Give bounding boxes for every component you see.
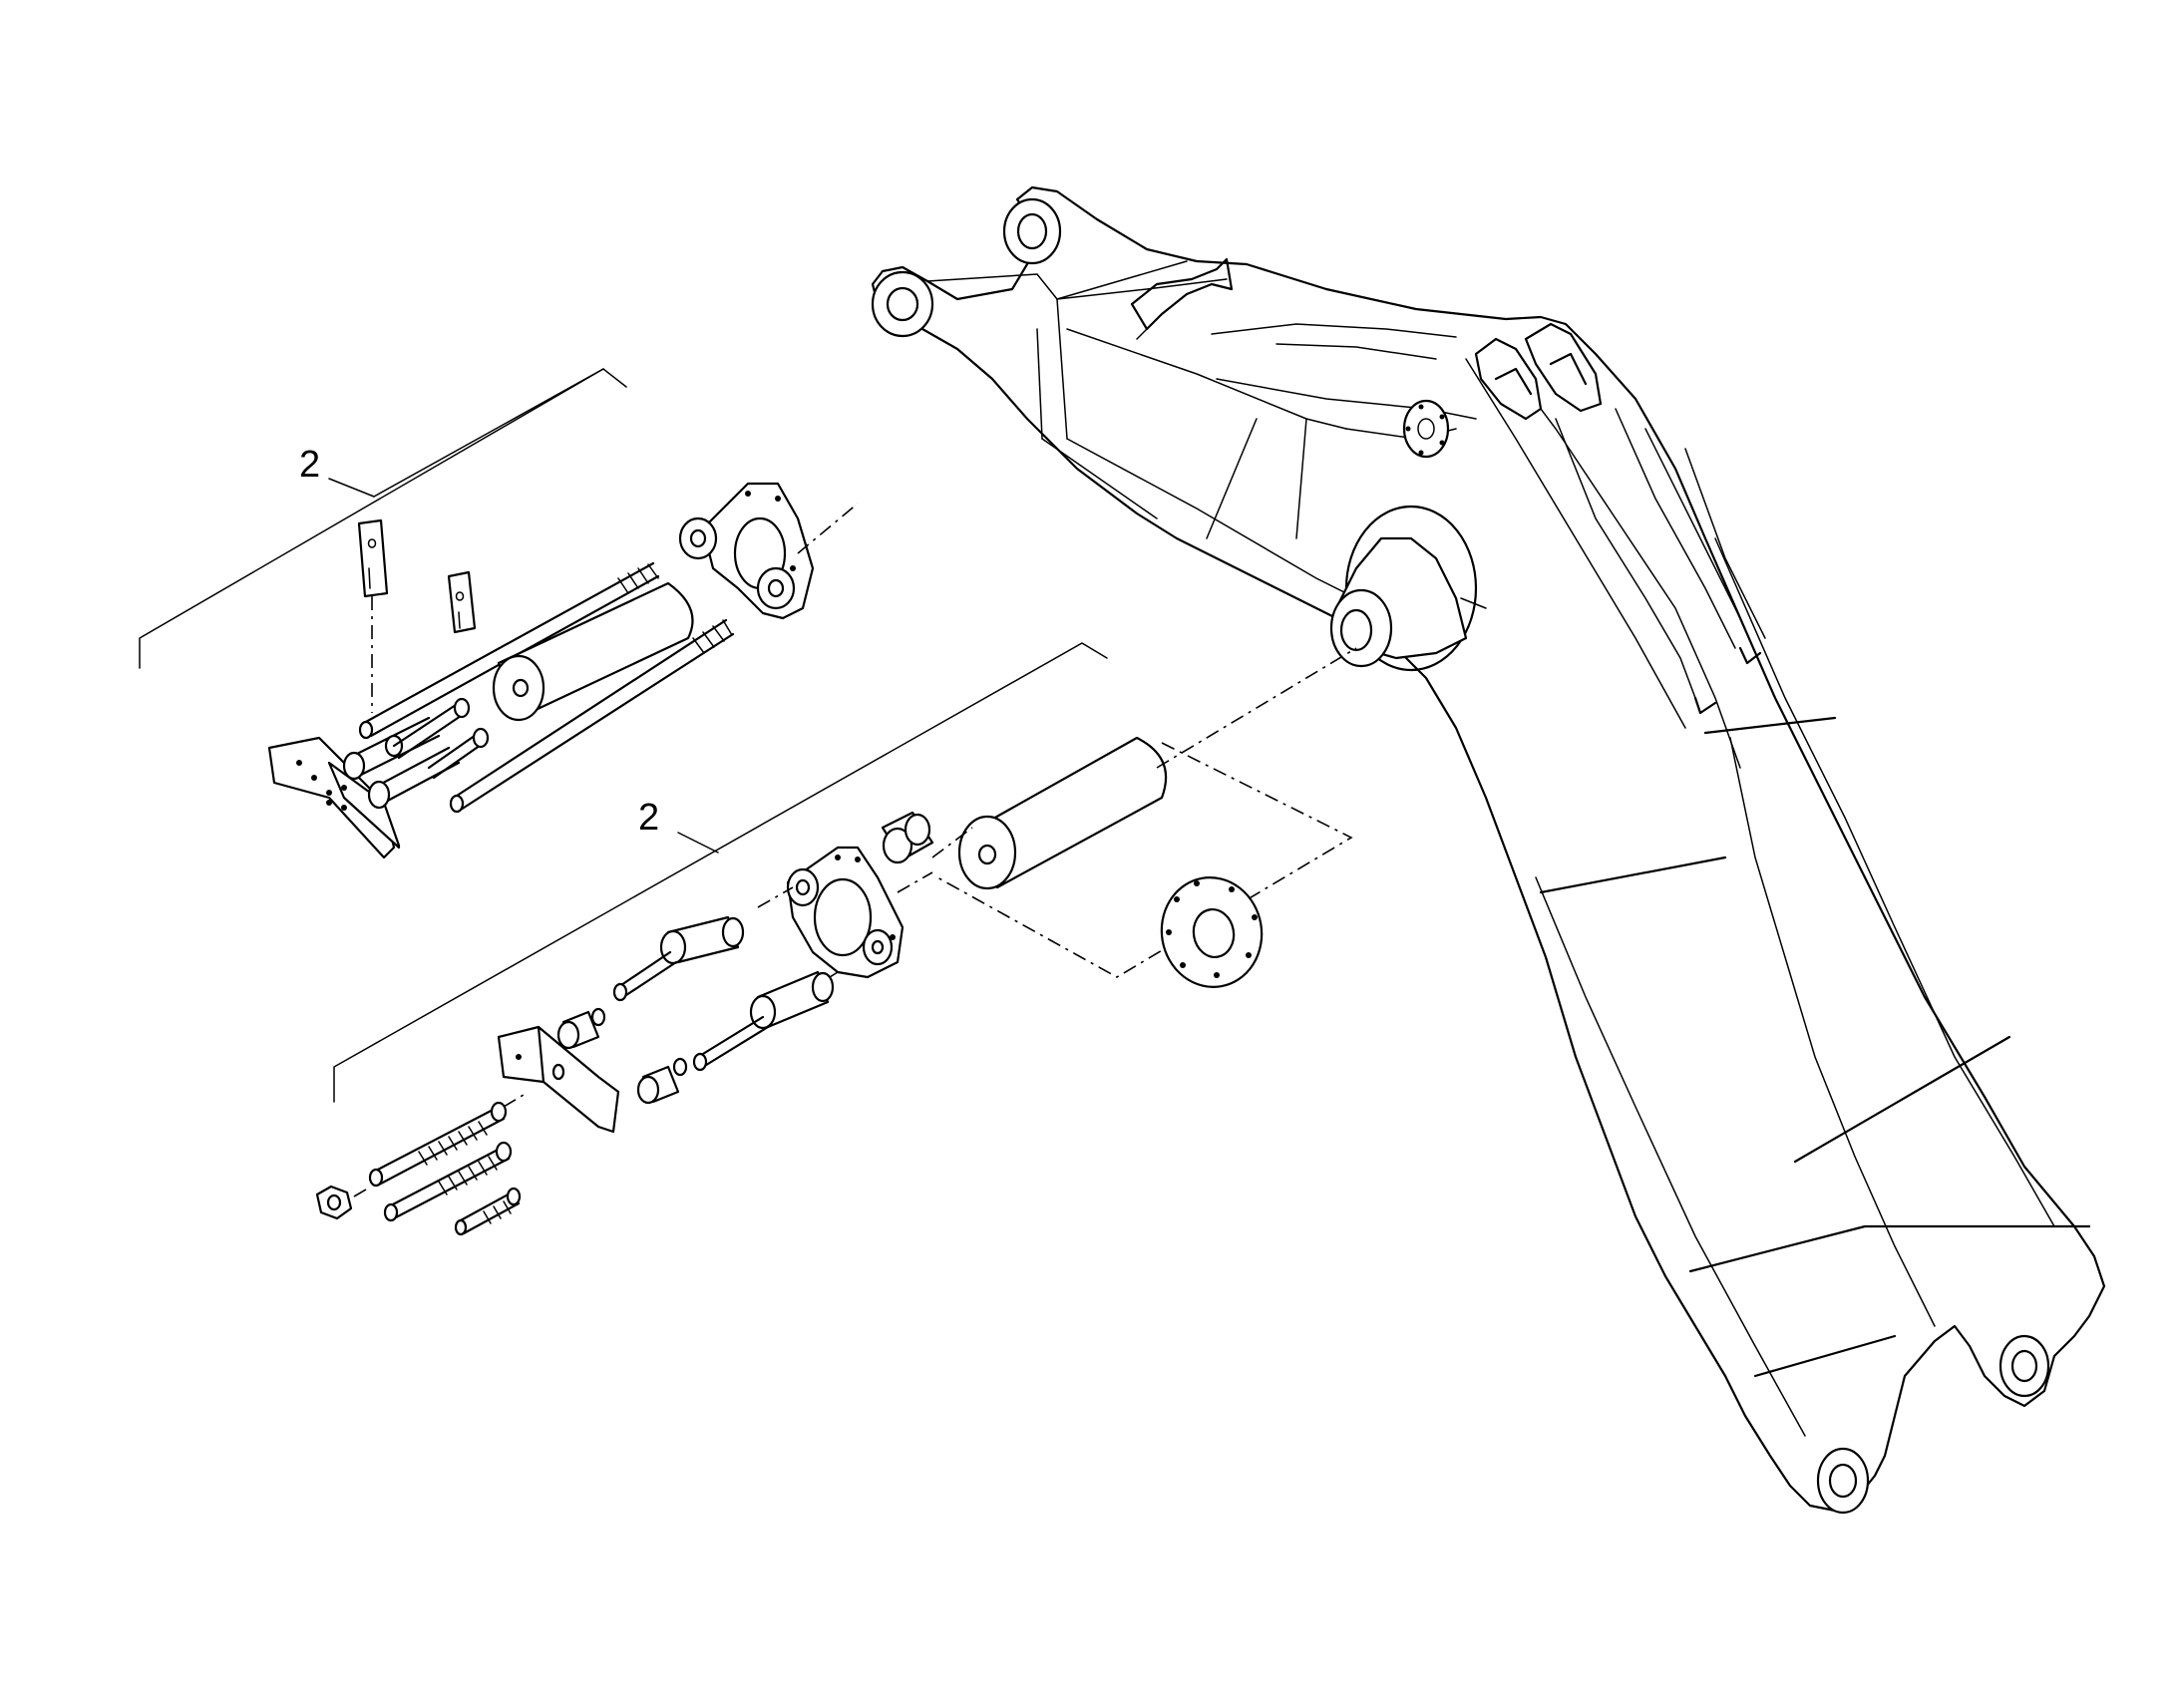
upper-assembly bbox=[139, 368, 859, 859]
lower-assembly bbox=[315, 642, 1357, 1236]
callout-label: 2 bbox=[638, 797, 659, 839]
boom-arm bbox=[871, 185, 2106, 1515]
callout-label: 2 bbox=[299, 444, 320, 486]
